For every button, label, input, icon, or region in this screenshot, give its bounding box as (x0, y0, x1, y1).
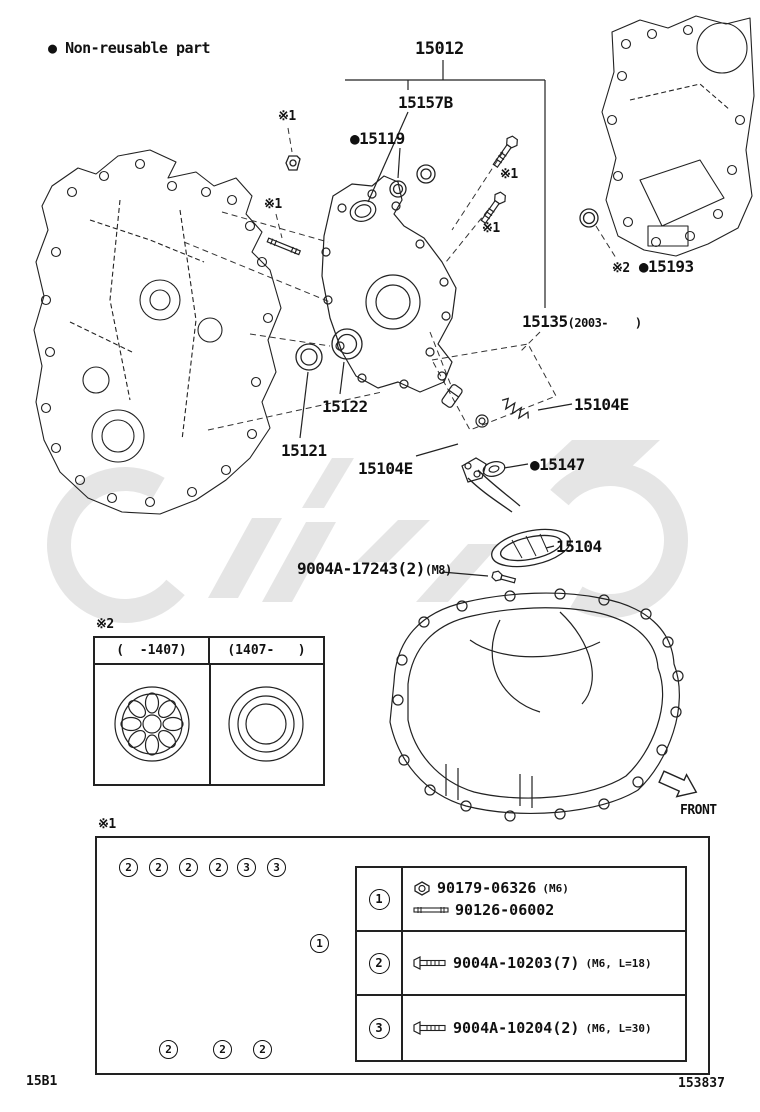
part-line-90126: 90126-06002 (413, 901, 554, 919)
seal-col-old: ( -1407) (95, 638, 210, 663)
bullet-icon: ● (48, 39, 57, 57)
callout-top-1: 2 (119, 858, 138, 877)
part-number: 90179-06326 (437, 879, 537, 897)
bolt-row3-parts-cell: 9004A-10204(2) (M6, L=30) (403, 996, 685, 1060)
oil-pan (389, 588, 684, 822)
stud-icon (413, 907, 449, 913)
label-15012: 15012 (415, 39, 464, 59)
label-9004A-note: (M8) (424, 563, 452, 577)
callout-top-4: 2 (209, 858, 228, 877)
ref1-marker-stud: ※1 (264, 197, 282, 212)
seal-15121 (295, 343, 323, 371)
part-note: (M6, L=18) (585, 956, 652, 970)
bolt-row3-number-cell: 3 (357, 996, 403, 1060)
label-15121: 15121 (281, 441, 327, 460)
front-arrow-icon (658, 770, 698, 798)
relief-valve-washer (475, 414, 489, 428)
bolt-detail-box: 1 90179-06326 (M6) 90126-06002 2 (95, 836, 710, 1075)
part-line-10203: 9004A-10203(7) (M6, L=18) (413, 954, 652, 972)
union-bolt (491, 570, 517, 584)
callout-1-badge: 1 (368, 888, 390, 910)
ref1-marker-nut: ※1 (278, 109, 296, 124)
oil-strainer-15104 (467, 469, 571, 568)
bolt-row1-parts-cell: 90179-06326 (M6) 90126-06002 (403, 868, 685, 932)
seal-15122 (331, 328, 363, 360)
label-15193-text: ●15193 (638, 257, 694, 276)
ref2-marker-seal: ※2 (612, 261, 630, 276)
label-15135-text: 15135 (522, 312, 568, 331)
callout-top-6: 3 (267, 858, 286, 877)
nut-part (285, 155, 301, 171)
bolt-icon (413, 956, 446, 970)
label-15135-note: (2003- ) (567, 316, 642, 330)
callout-top-2: 2 (149, 858, 168, 877)
footer-page-code: 15B1 (26, 1074, 58, 1089)
ref1-marker-bolt-a: ※1 (500, 167, 518, 182)
part-number: 9004A-10204(2) (453, 1019, 580, 1037)
part-line-90179: 90179-06326 (M6) (413, 879, 569, 897)
engine-block-left (33, 149, 282, 515)
bolt-icon (413, 1021, 446, 1035)
seal-15193 (579, 208, 599, 228)
flange-bolt-a (492, 135, 518, 169)
part-note: (M6) (542, 881, 569, 895)
oring-15119 (389, 164, 436, 198)
ref2-table-marker: ※2 (96, 617, 114, 632)
label-15122: 15122 (322, 397, 368, 416)
part-number: 9004A-10203(7) (453, 954, 580, 972)
relief-valve-plunger (441, 384, 463, 408)
bushing-15157B (349, 200, 377, 222)
seal-variant-body (95, 665, 323, 784)
label-15135: 15135(2003- ) (522, 313, 642, 331)
flange-bolt-b (480, 191, 506, 225)
strainer-gasket-15147 (461, 457, 506, 483)
part-line-10204: 9004A-10204(2) (M6, L=30) (413, 1019, 652, 1037)
nut-icon (414, 880, 430, 896)
callout-top-5: 3 (237, 858, 256, 877)
seal-new-drawing (228, 686, 304, 762)
bolt-spec-table: 1 90179-06326 (M6) 90126-06002 2 (355, 866, 687, 1062)
label-15193: ※2 ●15193 (612, 258, 694, 276)
seal-variant-header: ( -1407) (1407- ) (95, 638, 323, 665)
seal-old-drawing (114, 686, 190, 762)
callout-bottom-2: 2 (213, 1040, 232, 1059)
label-15147: ●15147 (530, 455, 585, 474)
part-note: (M6, L=30) (585, 1021, 652, 1035)
label-15104: 15104 (556, 537, 602, 556)
callout-2-badge: 2 (368, 952, 390, 974)
seal-variant-drawings (114, 686, 304, 762)
leader-lines (299, 60, 573, 577)
seal-col-new: (1407- ) (227, 643, 306, 658)
callout-top-3: 2 (179, 858, 198, 877)
legend-non-reusable: ● Non-reusable part (48, 39, 211, 57)
label-15157B: 15157B (398, 93, 453, 112)
relief-valve-spring (501, 397, 529, 420)
label-9004A-text: 9004A-17243(2) (297, 559, 425, 578)
ref1-box-marker: ※1 (98, 817, 116, 832)
callout-3-badge: 3 (368, 1017, 390, 1039)
part-number: 90126-06002 (455, 901, 555, 919)
label-9004A-17243: 9004A-17243(2)(M8) (297, 560, 452, 578)
bolt-row2-parts-cell: 9004A-10203(7) (M6, L=18) (403, 932, 685, 996)
bolt-row1-number-cell: 1 (357, 868, 403, 932)
seal-variant-table: ( -1407) (1407- ) (93, 636, 325, 786)
engine-block-top-right (601, 15, 755, 257)
footer-figure-number: 153837 (678, 1076, 725, 1091)
callout-bottom-3: 2 (253, 1040, 272, 1059)
ref1-marker-bolt-b: ※1 (482, 221, 500, 236)
bolt-row2-number-cell: 2 (357, 932, 403, 996)
label-15104E-gasket: 15104E (358, 459, 413, 478)
seal-table-divider (209, 665, 211, 784)
callout-right-1: 1 (310, 934, 329, 953)
front-label: FRONT (680, 803, 717, 818)
label-15119: ●15119 (350, 129, 405, 148)
stud-part (266, 237, 302, 256)
callout-bottom-1: 2 (159, 1040, 178, 1059)
label-15104E-spring: 15104E (574, 395, 629, 414)
legend-text: Non-reusable part (65, 39, 211, 57)
